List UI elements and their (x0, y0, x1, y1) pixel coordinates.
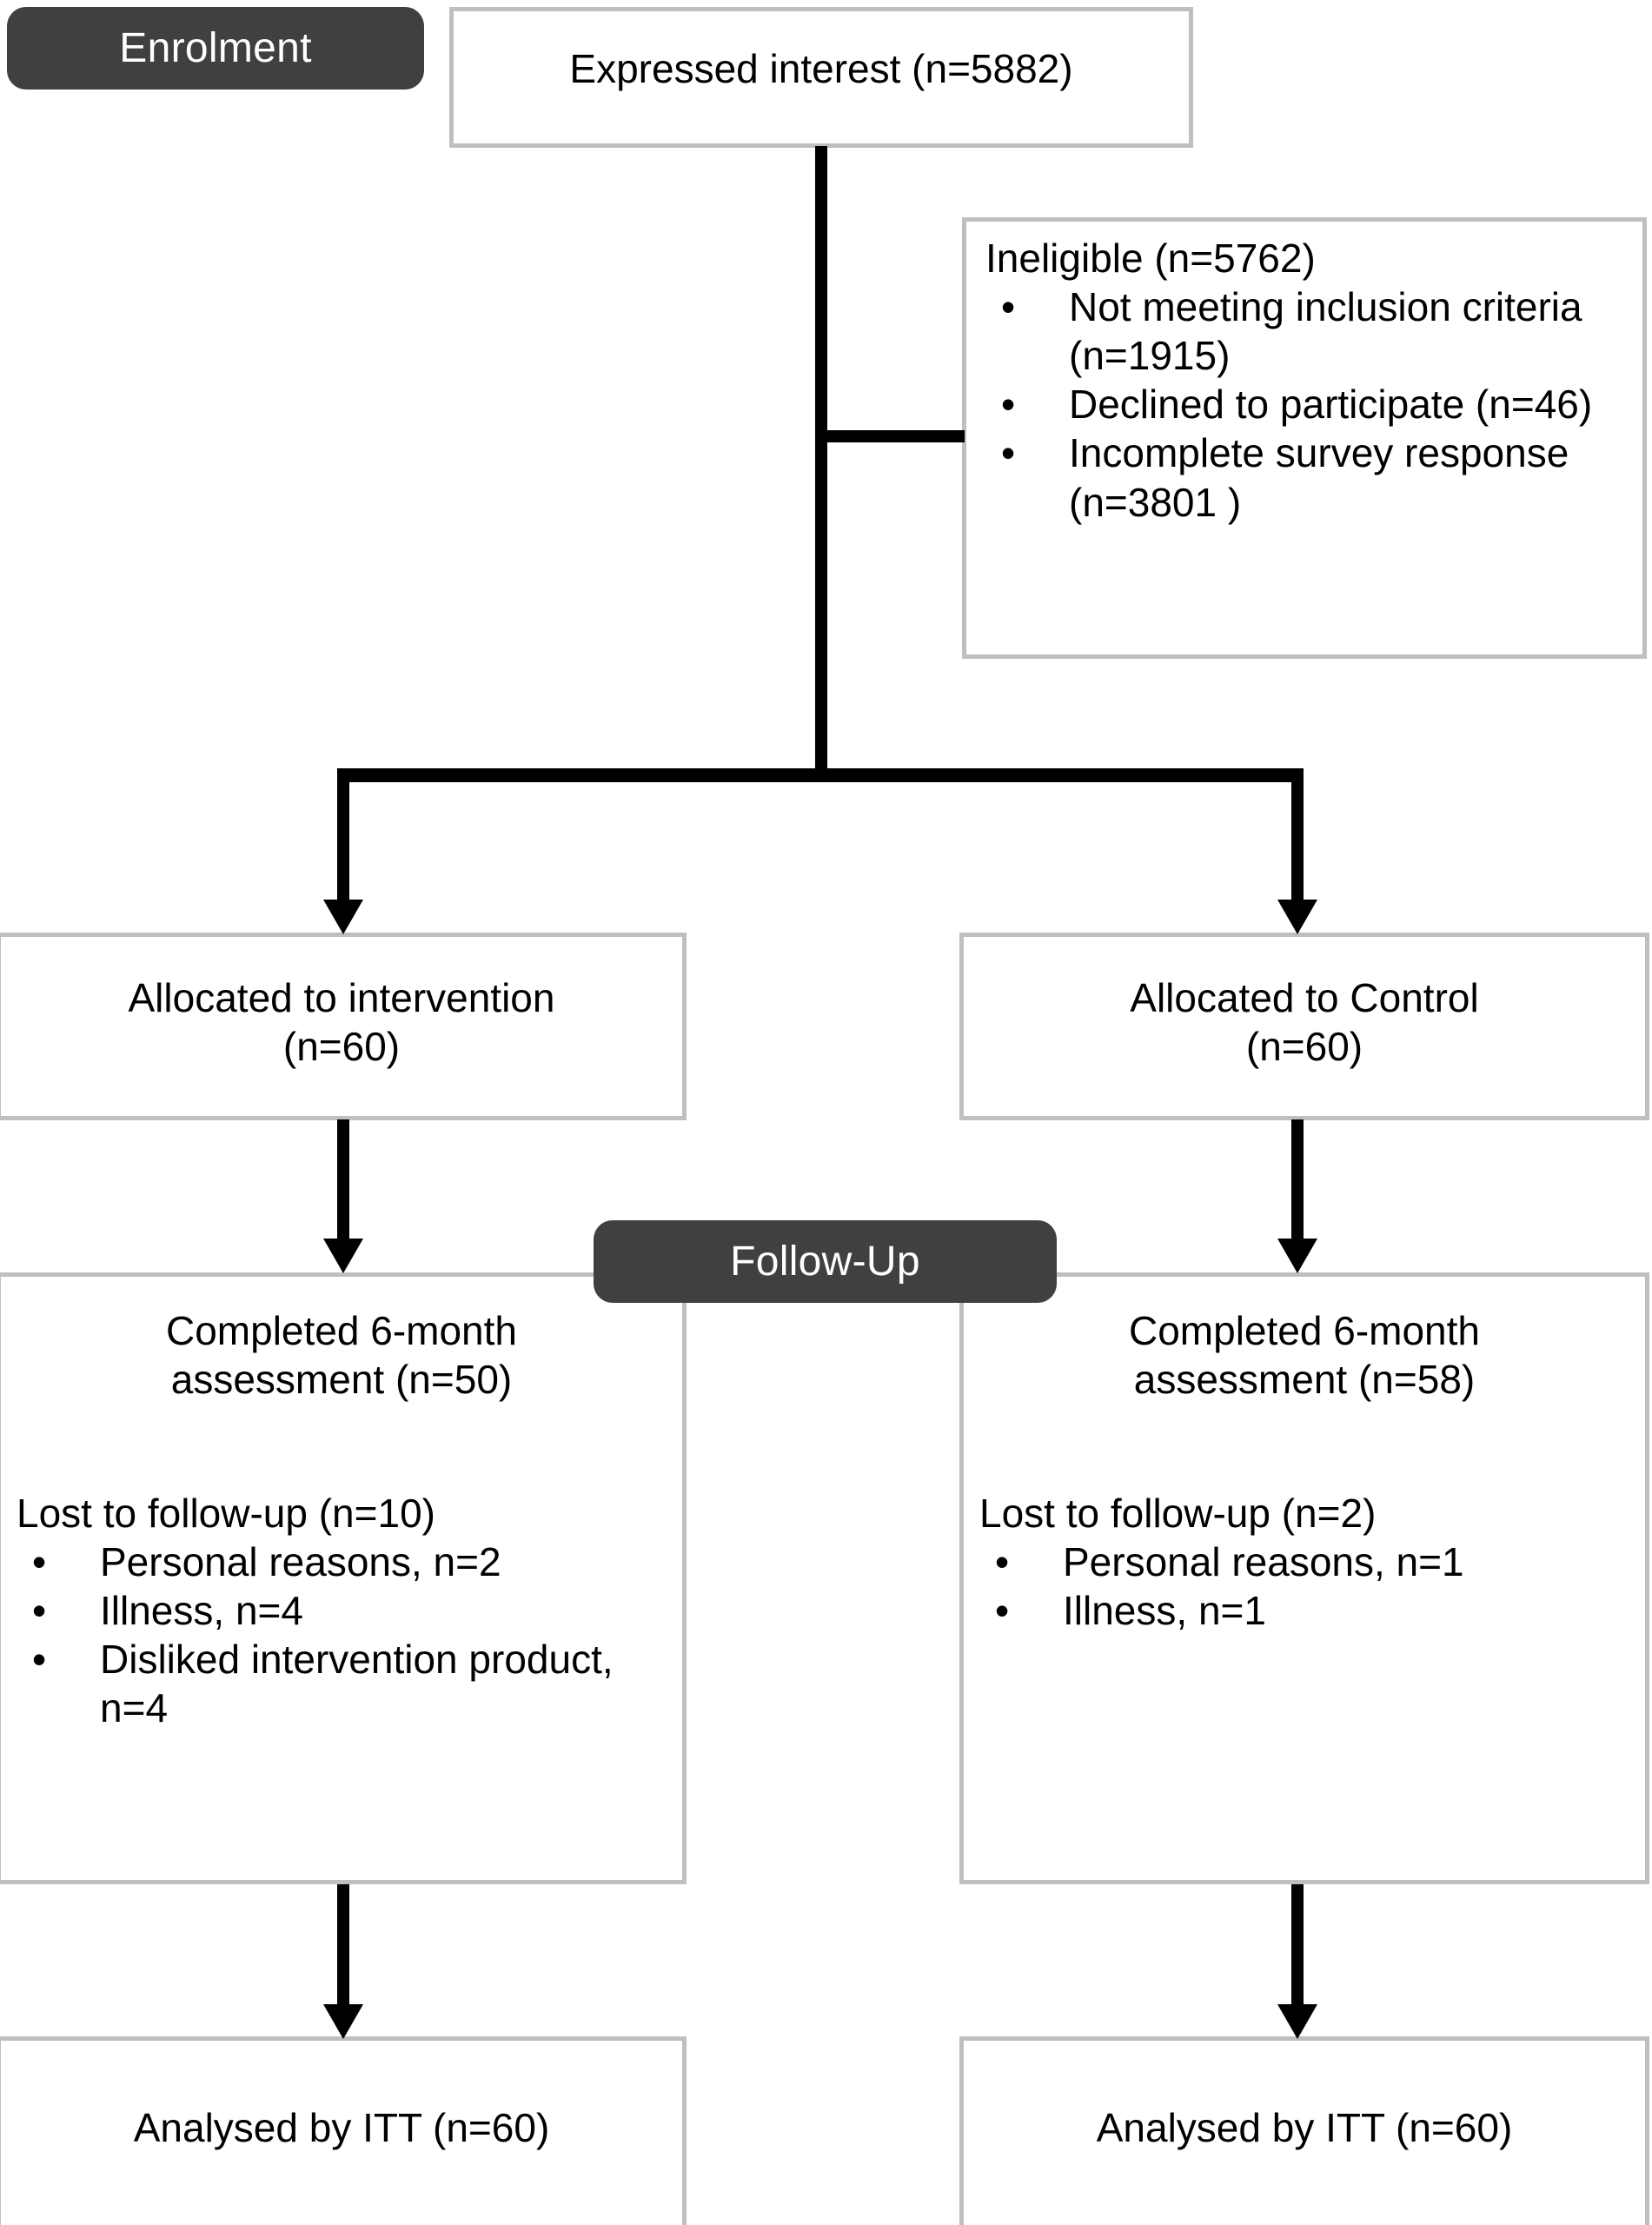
bullet-icon: • (32, 1637, 47, 1683)
expressed-interest-text: Expressed interest (n=5882) (569, 46, 1073, 91)
list-item-label: Disliked intervention product, n=4 (100, 1637, 614, 1731)
connector-split-bar (337, 768, 1304, 782)
ineligible-reason-list: • Not meeting inclusion criteria (n=1915… (985, 282, 1623, 527)
followup-control-line2: assessment (n=58) (1133, 1357, 1476, 1403)
connector-left-drop (337, 768, 349, 904)
node-analysed-intervention: Analysed by ITT (n=60) (0, 2036, 687, 2225)
list-item-label: Incomplete survey response (n=3801 ) (1069, 430, 1569, 525)
connector-right-followup-to-analysed (1291, 1884, 1304, 2008)
node-allocated-intervention: Allocated to intervention (n=60) (0, 933, 687, 1120)
allocated-intervention-line1: Allocated to intervention (128, 975, 555, 1020)
bullet-icon: • (32, 1588, 47, 1634)
phase-badge-follow-up: Follow-Up (594, 1220, 1057, 1303)
followup-control-reason-list: • Personal reasons, n=1 • Illness, n=1 (979, 1538, 1626, 1635)
arrowhead-left-followup (323, 1239, 363, 1273)
list-item-label: Illness, n=4 (100, 1588, 303, 1634)
list-item: • Personal reasons, n=1 (979, 1538, 1626, 1586)
allocated-intervention-line2: (n=60) (282, 1024, 401, 1070)
connector-left-followup-to-analysed (337, 1884, 349, 2008)
connector-to-ineligible (815, 430, 965, 442)
list-item-label: Declined to participate (n=46) (1069, 382, 1593, 428)
phase-badge-enrolment-label: Enrolment (119, 25, 312, 71)
connector-right-drop (1291, 768, 1304, 904)
arrowhead-right-analysed (1277, 2004, 1317, 2039)
list-item-label: Not meeting inclusion criteria (n=1915) (1069, 284, 1582, 379)
arrowhead-right-allocation (1277, 900, 1317, 934)
analysed-intervention-text: Analysed by ITT (n=60) (133, 2105, 550, 2150)
node-allocated-control: Allocated to Control (n=60) (959, 933, 1649, 1120)
list-item: • Personal reasons, n=2 (17, 1538, 663, 1586)
list-item-label: Personal reasons, n=1 (1063, 1539, 1464, 1585)
list-item: • Disliked intervention product, n=4 (17, 1635, 663, 1732)
followup-intervention-lost-heading: Lost to follow-up (n=10) (17, 1491, 435, 1536)
list-item-label: Personal reasons, n=2 (100, 1539, 501, 1585)
bullet-icon: • (1001, 430, 1016, 476)
bullet-icon: • (1001, 284, 1016, 330)
allocated-control-line1: Allocated to Control (1130, 975, 1479, 1020)
list-item: • Illness, n=1 (979, 1586, 1626, 1635)
list-item: • Not meeting inclusion criteria (n=1915… (985, 282, 1623, 380)
analysed-control-text: Analysed by ITT (n=60) (1096, 2105, 1513, 2150)
arrowhead-left-allocation (323, 900, 363, 934)
node-followup-control: Completed 6-month assessment (n=58) Lost… (959, 1272, 1649, 1884)
list-item: • Incomplete survey response (n=3801 ) (985, 428, 1623, 526)
phase-badge-enrolment: Enrolment (7, 7, 424, 90)
list-item: • Declined to participate (n=46) (985, 380, 1623, 428)
node-followup-intervention: Completed 6-month assessment (n=50) Lost… (0, 1272, 687, 1884)
list-item: • Illness, n=4 (17, 1586, 663, 1635)
allocated-control-line2: (n=60) (1245, 1024, 1363, 1070)
list-item-label: Illness, n=1 (1063, 1588, 1266, 1634)
phase-badge-follow-up-label: Follow-Up (730, 1239, 920, 1285)
followup-control-line1: Completed 6-month (1129, 1308, 1480, 1353)
followup-intervention-reason-list: • Personal reasons, n=2 • Illness, n=4 •… (17, 1538, 663, 1732)
bullet-icon: • (32, 1539, 47, 1585)
node-expressed-interest: Expressed interest (n=5882) (449, 7, 1193, 148)
followup-intervention-line1: Completed 6-month (166, 1308, 517, 1353)
followup-control-lost-heading: Lost to follow-up (n=2) (979, 1491, 1377, 1536)
connector-left-allocation-to-followup (337, 1119, 349, 1241)
arrowhead-left-analysed (323, 2004, 363, 2039)
arrowhead-right-followup (1277, 1239, 1317, 1273)
bullet-icon: • (995, 1539, 1010, 1585)
node-analysed-control: Analysed by ITT (n=60) (959, 2036, 1649, 2225)
bullet-icon: • (995, 1588, 1010, 1634)
connector-right-allocation-to-followup (1291, 1119, 1304, 1241)
ineligible-heading: Ineligible (n=5762) (985, 236, 1316, 281)
connector-spine-vertical (815, 146, 827, 774)
bullet-icon: • (1001, 382, 1016, 428)
followup-intervention-line2: assessment (n=50) (170, 1357, 513, 1403)
node-ineligible: Ineligible (n=5762) • Not meeting inclus… (962, 217, 1647, 659)
